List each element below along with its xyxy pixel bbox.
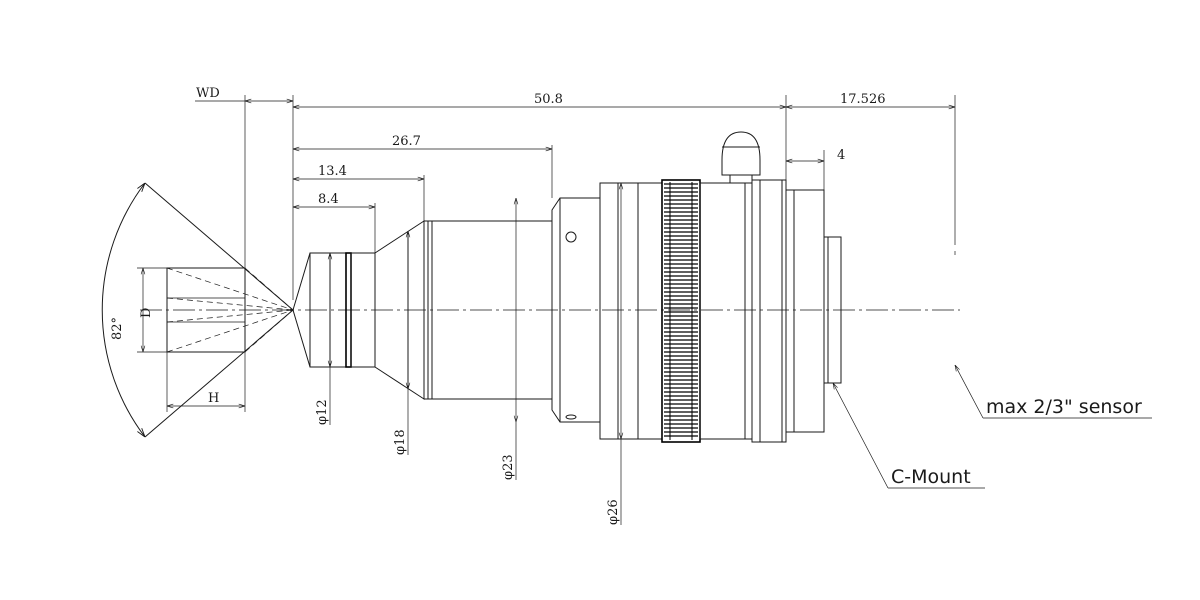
dim-dia-18: φ18 bbox=[393, 429, 408, 455]
d-label: D bbox=[139, 308, 154, 318]
dim-dia-26: φ26 bbox=[606, 499, 621, 525]
dim-overall-length: 50.8 bbox=[534, 92, 563, 107]
field-of-view bbox=[101, 183, 294, 437]
mount-note: C-Mount bbox=[891, 466, 971, 488]
dim-8-4: 8.4 bbox=[318, 192, 339, 207]
dim-mount-4: 4 bbox=[837, 148, 845, 163]
dim-flange-distance: 17.526 bbox=[840, 92, 886, 107]
fov-angle-label: 82° bbox=[110, 317, 125, 340]
focus-ring-knurl bbox=[664, 182, 698, 440]
wd-label: WD bbox=[196, 86, 220, 101]
dimension-lines bbox=[195, 101, 955, 525]
lens-body bbox=[292, 131, 842, 443]
leaders bbox=[833, 365, 1152, 489]
dim-dia-23: φ23 bbox=[501, 454, 516, 480]
dim-13-4: 13.4 bbox=[318, 164, 347, 179]
h-label: H bbox=[208, 391, 219, 406]
dim-dia-12: φ12 bbox=[315, 399, 330, 425]
extension-lines bbox=[244, 95, 956, 300]
locking-screw bbox=[721, 131, 761, 176]
sensor-note: max 2/3" sensor bbox=[986, 396, 1142, 418]
dim-26-7: 26.7 bbox=[392, 134, 421, 149]
index-mark bbox=[565, 231, 577, 243]
